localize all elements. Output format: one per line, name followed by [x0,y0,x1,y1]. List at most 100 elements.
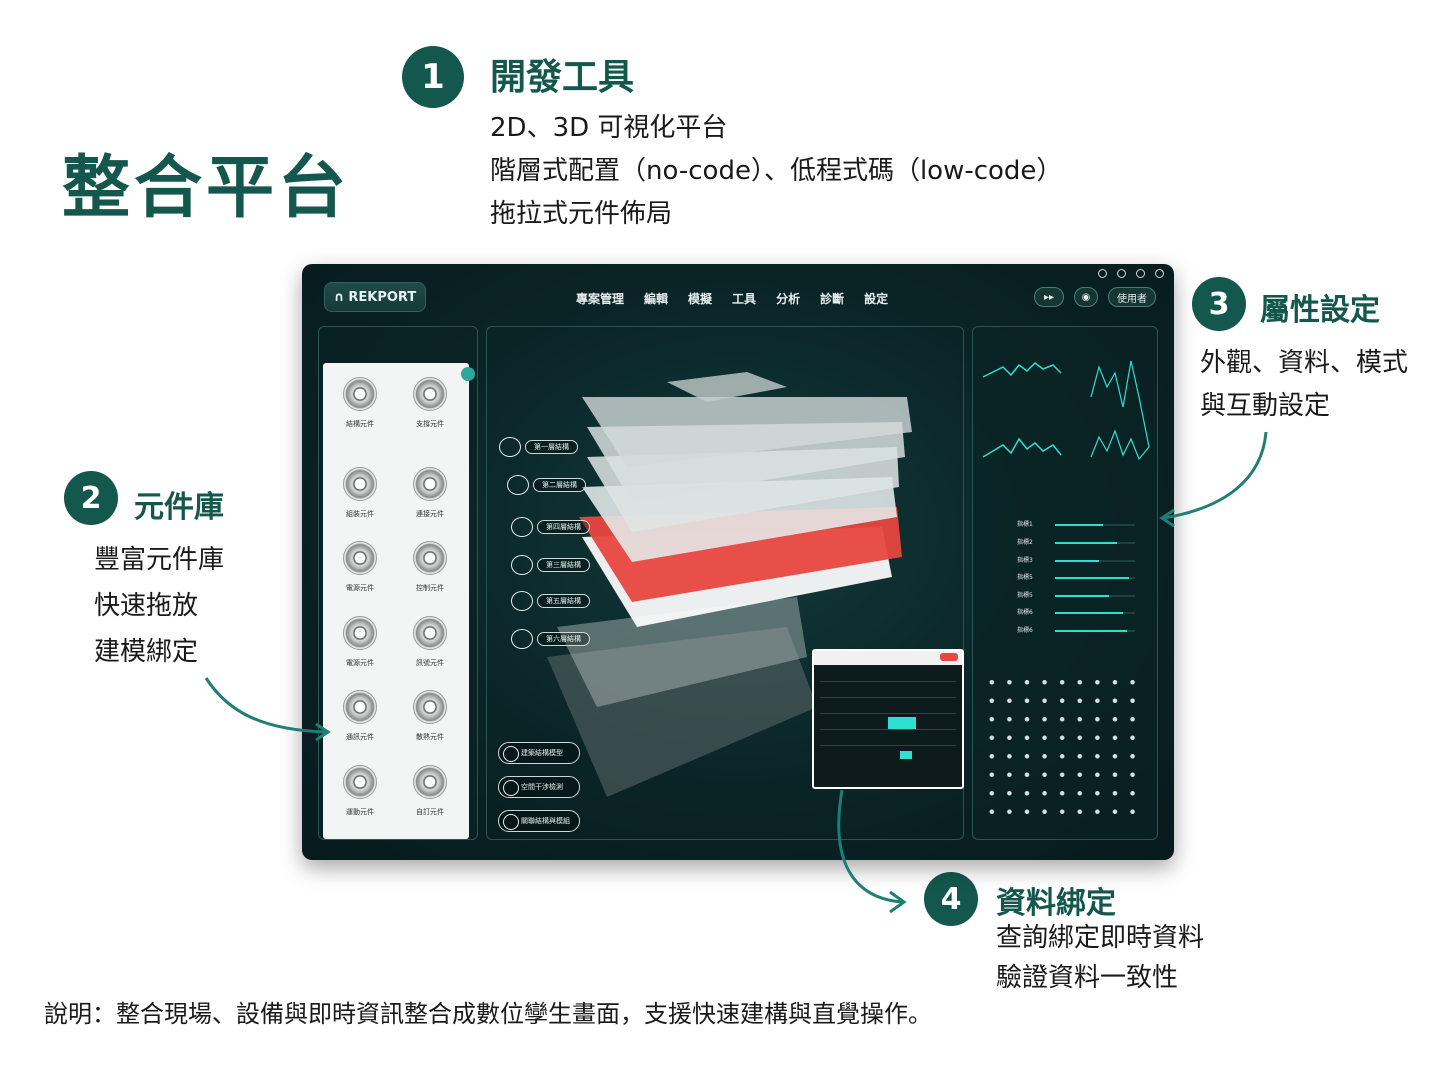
layer-label[interactable]: 第二層結構 [507,475,586,495]
property-panel: 指標1 指標2 指標3 指標5 指標5 指標6 指標6 [972,326,1158,840]
feature-2-line: 建模綁定 [94,637,199,667]
cooling-icon [413,690,447,724]
feature-4-lines: 查詢綁定即時資料 驗證資料一致性 [996,918,1204,998]
dialog-row[interactable] [820,713,956,714]
motion-icon [343,765,377,799]
feature-2-number: 2 [64,471,118,525]
property-bar[interactable]: 指標2 [987,537,1139,549]
settings-icon[interactable] [1117,269,1126,278]
dialog-row[interactable] [820,681,956,682]
bar-track [1055,612,1135,614]
property-bar[interactable]: 指標6 [987,607,1139,619]
control-icon [413,541,447,575]
arrow-properties [1163,431,1268,520]
library-item[interactable]: 組裝元件 [325,467,395,541]
library-item[interactable]: 電源元件 [325,541,395,615]
feature-2-title: 元件庫 [134,490,224,525]
legend-interference-check[interactable]: 空間干涉檢測 [498,776,580,798]
add-component-icon[interactable] [461,367,475,381]
maximize-icon[interactable] [1136,269,1145,278]
trend-line-right [1090,360,1150,448]
app-window: ∩ REKPORT 專案管理 編輯 模擬 工具 分析 診斷 設定 ▸▸ ◉ 使用… [302,264,1174,860]
layer-icon [511,517,533,537]
user-button[interactable]: 使用者 [1108,287,1156,307]
data-binding-dialog[interactable] [812,649,964,789]
layer-label[interactable]: 第一層結構 [499,437,578,457]
support-icon [413,377,447,411]
layer-label[interactable]: 第三層結構 [511,555,590,575]
menu-item-project[interactable]: 專案管理 [576,292,625,306]
library-item[interactable]: 連接元件 [395,467,465,541]
arrowhead-databinding [889,890,907,914]
menu-item-settings[interactable]: 設定 [864,292,889,306]
feature-4-number: 4 [924,872,978,926]
feature-1-line: 拖拉式元件佈局 [490,199,673,229]
feature-4-title: 資料綁定 [996,886,1116,921]
property-bar[interactable]: 指標5 [987,572,1139,584]
feature-1-lines: 2D、3D 可視化平台 階層式配置（no-code）、低程式碼（low-code… [490,107,1062,236]
bar-fill [1055,577,1129,579]
connector-icon [413,467,447,501]
main-menu: 專案管理 編輯 模擬 工具 分析 診斷 設定 [576,290,888,307]
dialog-close-button[interactable] [940,653,958,661]
structure-icon [343,377,377,411]
layer-label[interactable]: 第六層結構 [511,629,590,649]
dialog-row[interactable] [820,729,956,730]
bar-track [1055,630,1135,632]
layer-icon [511,591,533,611]
library-item[interactable]: 電源元件 [325,616,395,690]
property-bar[interactable]: 指標1 [987,519,1139,531]
layer-label[interactable]: 第五層結構 [511,591,590,611]
bar-track [1055,595,1135,597]
trend-line-lower-right [1090,429,1150,461]
layer-icon [511,629,533,649]
app-logo[interactable]: ∩ REKPORT [324,282,426,312]
legend-building-model[interactable]: 建築結構模型 [498,742,580,764]
layer-icon [511,555,533,575]
library-item[interactable]: 結構元件 [325,377,395,451]
library-item[interactable]: 散熱元件 [395,690,465,764]
library-item[interactable]: 控制元件 [395,541,465,615]
main-title: 整合平台 [62,149,351,228]
bar-fill [1055,612,1123,614]
menu-item-tools[interactable]: 工具 [732,292,757,306]
trend-line-top [982,362,1062,378]
view-button[interactable]: ◉ [1074,287,1098,307]
bar-track [1055,577,1135,579]
bound-value-field[interactable] [888,717,916,729]
bar-fill [1055,542,1118,544]
library-item[interactable]: 自訂元件 [395,765,465,839]
bar-track [1055,560,1135,562]
feature-2-line: 豐富元件庫 [94,545,225,575]
signal-icon [413,616,447,650]
play-button[interactable]: ▸▸ [1034,287,1064,307]
feature-3-line: 外觀、資料、模式 [1200,348,1409,378]
property-bar[interactable]: 指標6 [987,625,1139,637]
feature-1-line: 階層式配置（no-code）、低程式碼（low-code） [490,156,1063,186]
legend-linked-modules[interactable]: 關聯結構與模組 [498,810,580,832]
property-bar[interactable]: 指標5 [987,590,1139,602]
property-bar[interactable]: 指標3 [987,555,1139,567]
bar-track [1055,542,1135,544]
library-item[interactable]: 訊號元件 [395,616,465,690]
bar-fill [1055,524,1103,526]
play-icon: ▸▸ [1043,291,1055,303]
library-item[interactable]: 通訊元件 [325,690,395,764]
library-item[interactable]: 支撐元件 [395,377,465,451]
library-item[interactable]: 運動元件 [325,765,395,839]
feature-3-lines: 外觀、資料、模式 與互動設定 [1200,342,1408,428]
menu-item-diagnose[interactable]: 診斷 [820,292,845,306]
menu-item-simulate[interactable]: 模擬 [688,292,713,306]
dialog-row[interactable] [820,697,956,698]
close-icon[interactable] [1155,269,1164,278]
header-actions: ▸▸ ◉ 使用者 [1034,287,1156,307]
layer-label[interactable]: 第四層結構 [511,517,590,537]
dialog-row[interactable] [820,745,956,746]
feature-2-line: 快速拖放 [94,591,199,621]
menu-item-analysis[interactable]: 分析 [776,292,801,306]
communication-icon [343,690,377,724]
minimize-icon[interactable] [1098,269,1107,278]
quick-tools-grid[interactable] [983,673,1143,821]
feature-2-lines: 豐富元件庫 快速拖放 建模綁定 [94,537,224,675]
menu-item-edit[interactable]: 編輯 [644,292,669,306]
